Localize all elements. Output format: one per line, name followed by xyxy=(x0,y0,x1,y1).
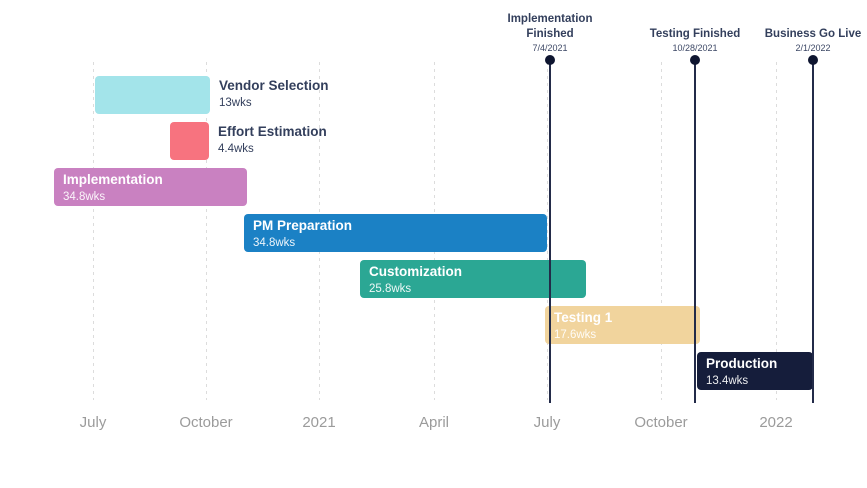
task-bar[interactable] xyxy=(697,352,813,390)
task-bar[interactable] xyxy=(170,122,209,160)
task-duration: 34.8wks xyxy=(253,237,296,249)
milestone-label: Business Go Live 2/1/2022 xyxy=(718,27,867,54)
milestone-marker-dot[interactable] xyxy=(808,55,818,65)
task-name: Customization xyxy=(369,264,462,279)
task-name: Effort Estimation xyxy=(218,124,327,139)
gridline xyxy=(547,62,548,400)
task-duration: 13.4wks xyxy=(706,375,749,387)
axis-tick-label: July xyxy=(79,414,107,431)
milestone-marker-dot[interactable] xyxy=(545,55,555,65)
milestone-title: Testing Finished xyxy=(649,28,741,40)
task-label: PM Preparation 34.8wks xyxy=(253,217,352,251)
task-bar[interactable] xyxy=(244,214,547,252)
task-name: Production xyxy=(706,356,778,371)
task-label: Customization 25.8wks xyxy=(369,263,462,297)
gridline xyxy=(93,62,94,400)
milestone-date: 2/1/2022 xyxy=(795,43,831,53)
task-bar[interactable] xyxy=(54,168,247,206)
task-name: PM Preparation xyxy=(253,218,353,233)
gridline xyxy=(776,62,777,400)
milestone-title: Implementation xyxy=(507,13,593,25)
task-label: Effort Estimation 4.4wks xyxy=(218,123,327,157)
axis-tick-label: July xyxy=(533,414,561,431)
task-label: Testing 1 17.6wks xyxy=(554,309,612,343)
task-name: Testing 1 xyxy=(554,310,613,325)
task-duration: 17.6wks xyxy=(554,329,597,341)
gridline xyxy=(661,62,662,400)
task-duration: 4.4wks xyxy=(218,143,254,155)
milestone-date: 7/4/2021 xyxy=(532,43,568,53)
gridline xyxy=(206,62,207,400)
task-name: Implementation xyxy=(63,172,163,187)
axis-tick-label: October xyxy=(179,414,233,431)
axis-tick-label: 2021 xyxy=(302,414,336,431)
axis-tick-label: April xyxy=(418,414,450,431)
task-duration: 25.8wks xyxy=(369,283,412,295)
milestone-line xyxy=(549,60,551,403)
task-label: Implementation 34.8wks xyxy=(63,171,163,205)
task-duration: 34.8wks xyxy=(63,191,106,203)
task-bar[interactable] xyxy=(95,76,210,114)
milestone-line xyxy=(694,60,696,403)
axis-tick-label: 2022 xyxy=(759,414,793,431)
task-bar[interactable] xyxy=(360,260,586,298)
task-duration: 13wks xyxy=(219,97,252,109)
task-bar[interactable] xyxy=(545,306,700,344)
milestone-marker-dot[interactable] xyxy=(690,55,700,65)
task-label: Production 13.4wks xyxy=(706,355,777,389)
task-label: Vendor Selection 13wks xyxy=(219,77,329,111)
milestone-line xyxy=(812,60,814,403)
milestone-label: Testing Finished 10/28/2021 xyxy=(600,27,790,54)
task-name: Vendor Selection xyxy=(219,78,329,93)
milestone-title: Business Go Live xyxy=(764,28,862,40)
axis-tick-label: October xyxy=(634,414,688,431)
milestone-date: 10/28/2021 xyxy=(672,43,718,53)
milestone-title: Finished xyxy=(526,28,574,40)
